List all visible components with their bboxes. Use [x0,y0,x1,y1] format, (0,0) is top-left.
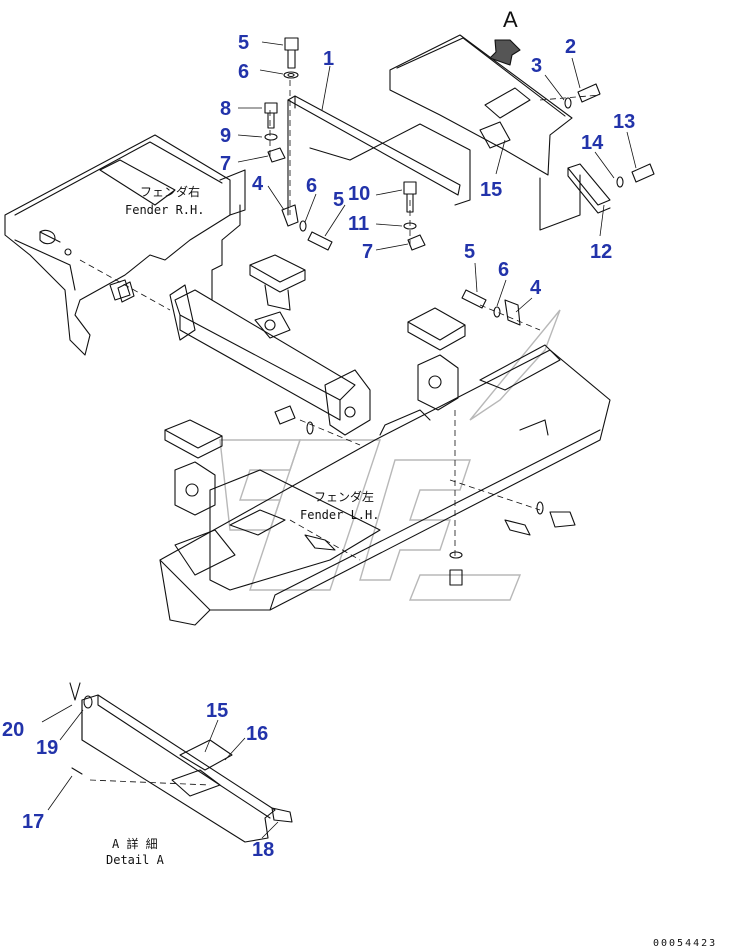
mount-blocks [164,254,466,516]
callout-5-right: 5 [464,241,475,263]
callout-6: 6 [238,61,249,83]
callout-15: 15 [480,179,502,201]
drawing-code: 00054423 [653,938,717,949]
fender-rh-en-label: Fender R.H. [125,203,204,217]
callout-16: 16 [246,723,268,745]
callout-10: 10 [348,183,370,205]
callout-13: 13 [613,111,635,133]
detail-a-jp-label: A 詳 細 [112,836,158,851]
callout-5: 5 [238,32,249,54]
callout-6-right: 6 [498,259,509,281]
view-marker: A [503,7,518,32]
callout-7: 7 [220,153,231,175]
mounting-bar-part-1 [287,95,471,216]
callout-4: 4 [252,173,264,195]
view-a-arrow [489,39,521,66]
callout-9: 9 [220,125,231,147]
callout-19: 19 [36,737,58,759]
cross-tube [169,284,371,436]
fender-rh [4,134,246,356]
callout-1: 1 [323,48,334,70]
callout-20: 20 [2,719,24,741]
callout-4-right: 4 [530,277,542,299]
detail-a-en-label: Detail A [106,853,165,867]
cover-plate-part-12 [567,163,611,214]
fender-lh-en-label: Fender L.H. [300,508,379,522]
fender-rh-jp-label: フェンダ右 [140,184,200,199]
main-frame [159,344,611,626]
callout-5-lower: 5 [333,189,344,211]
callout-6-lower: 6 [306,175,317,197]
callout-7-lower: 7 [362,241,373,263]
callout-2: 2 [565,36,576,58]
callout-14: 14 [581,132,604,154]
fender-lh [209,469,381,591]
callout-18: 18 [252,839,274,861]
callout-12: 12 [590,241,612,263]
watermark [219,309,561,601]
callout-8: 8 [220,98,231,120]
callout-11: 11 [348,213,369,235]
front-plate [389,34,581,231]
callout-15-detail: 15 [206,700,228,722]
callout-17: 17 [22,811,44,833]
fasteners [39,37,655,586]
fender-lh-jp-label: フェンダ左 [314,489,374,504]
leader-lines [237,41,637,313]
callout-3: 3 [531,55,542,77]
detail-a [41,682,293,843]
